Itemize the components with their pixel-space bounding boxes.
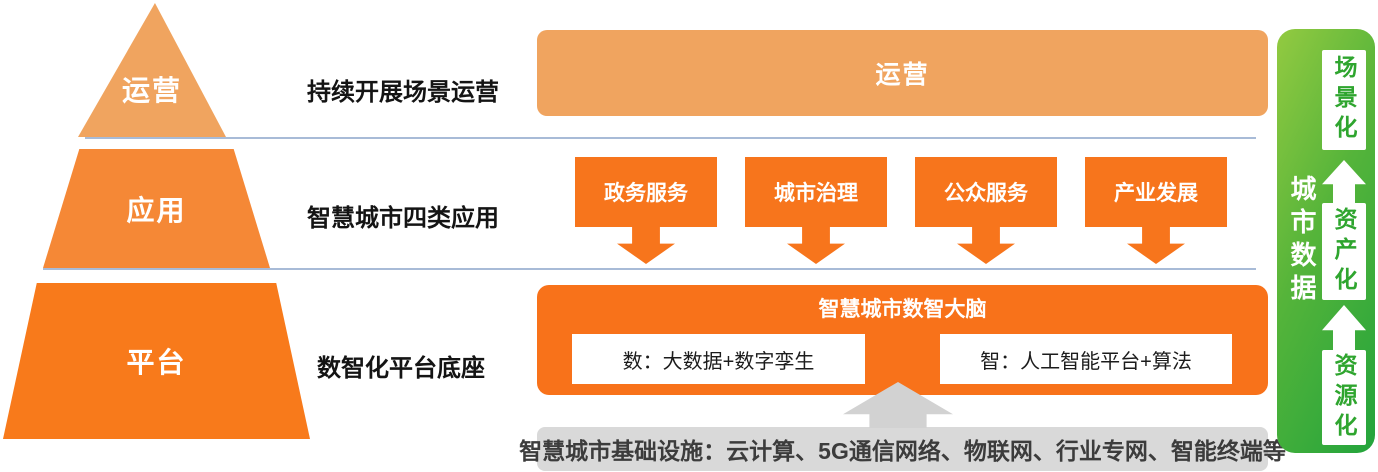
stage-box-scenario: 场景化 (1322, 50, 1366, 150)
pyramid-level-operation: 运营 (78, 3, 226, 137)
down-arrow-icon (1127, 227, 1185, 264)
up-arrow-icon (1322, 305, 1366, 351)
city-data-label: 城市数据 (1287, 175, 1317, 307)
pyramid-level-operation-label: 运营 (121, 75, 182, 106)
app-box-industry-development: 产业发展 (1085, 157, 1227, 227)
platform-ai-box-label: 智：人工智能平台+算法 (980, 350, 1192, 373)
separator-line-top (85, 137, 1256, 139)
operation-band-label: 运营 (875, 61, 930, 89)
infrastructure-text: 智慧城市基础设施：云计算、5G通信网络、物联网、行业专网、智能终端等 (519, 438, 1286, 464)
caption-application: 智慧城市四类应用 (307, 205, 499, 232)
app-box-government-services-label: 政务服务 (604, 182, 688, 205)
down-arrow-icon (957, 227, 1015, 264)
operation-band: 运营 (537, 30, 1268, 116)
platform-data-box-label: 数：大数据+数字孪生 (622, 350, 815, 373)
city-data-bar: 城市数据 场景化 资产化 资源化 (1277, 29, 1375, 453)
pyramid-level-application-label: 应用 (126, 194, 187, 226)
caption-platform: 数智化平台底座 (317, 355, 485, 382)
platform-brain-title: 智慧城市数智大脑 (818, 298, 987, 321)
separator-line-bottom (43, 268, 1256, 270)
down-arrow-icon (617, 227, 675, 264)
infrastructure-box: 智慧城市基础设施：云计算、5G通信网络、物联网、行业专网、智能终端等 (519, 427, 1286, 471)
app-box-city-governance: 城市治理 (745, 157, 887, 227)
platform-brain-box: 智慧城市数智大脑 数：大数据+数字孪生 智：人工智能平台+算法 (537, 285, 1268, 395)
pyramid-level-platform-label: 平台 (126, 347, 187, 378)
caption-operation: 持续开展场景运营 (307, 79, 499, 106)
app-box-government-services: 政务服务 (575, 157, 717, 227)
pyramid-level-application: 应用 (43, 149, 270, 268)
app-box-city-governance-label: 城市治理 (774, 182, 858, 205)
platform-data-box: 数：大数据+数字孪生 (572, 334, 865, 384)
app-box-industry-development-label: 产业发展 (1114, 182, 1198, 205)
stage-box-scenario-label: 场景化 (1331, 55, 1357, 145)
app-box-public-services: 公众服务 (915, 157, 1057, 227)
stage-box-resource-label: 资源化 (1331, 352, 1357, 443)
up-arrow-icon (1322, 160, 1366, 204)
stage-box-resource: 资源化 (1322, 350, 1366, 445)
stage-box-asset: 资产化 (1322, 203, 1366, 300)
stage-box-asset-label: 资产化 (1331, 206, 1357, 297)
app-box-public-services-label: 公众服务 (944, 182, 1028, 205)
platform-ai-box: 智：人工智能平台+算法 (940, 334, 1232, 384)
down-arrow-icon (787, 227, 845, 264)
pyramid-level-platform: 平台 (3, 283, 310, 439)
